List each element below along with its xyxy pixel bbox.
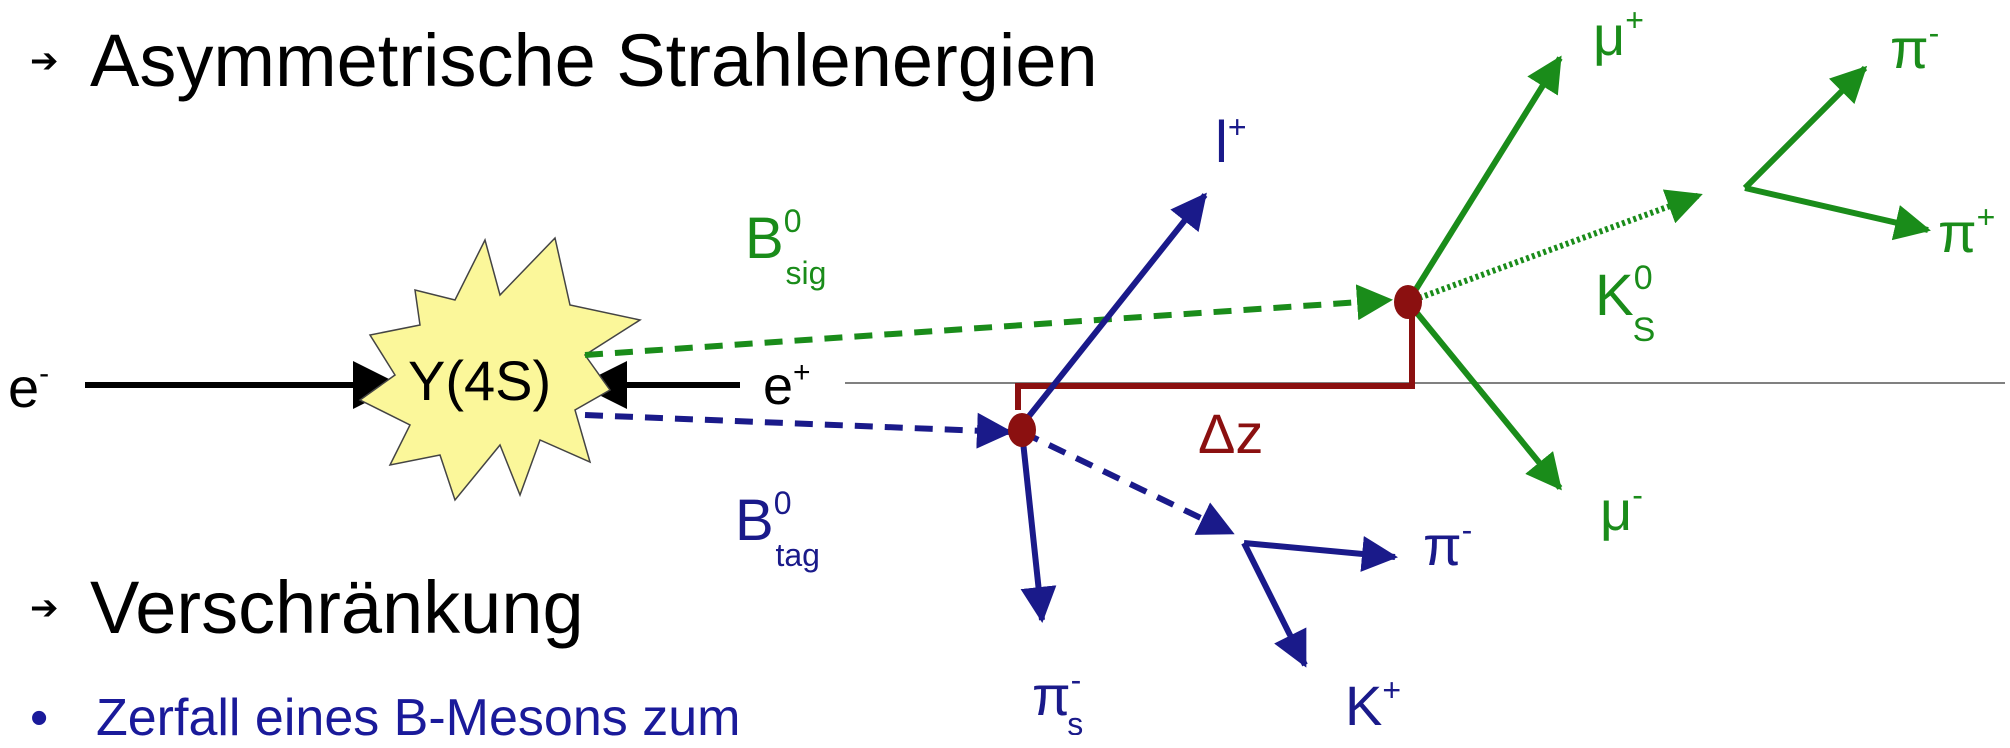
d-meson-track	[1020, 429, 1235, 536]
bullet-asymmetric-text: Asymmetrische Strahlenergien	[90, 19, 1098, 102]
b-sig-path	[584, 284, 1393, 358]
slow-pion-track	[1019, 431, 1057, 623]
lepton-label: l+	[1215, 109, 1247, 175]
arrow-bullet-icon: ➔	[30, 41, 59, 80]
pi-minus-top-label: π-	[1890, 15, 1939, 80]
mu-plus-track	[1405, 55, 1563, 304]
e-minus-label: e-	[8, 356, 49, 419]
k0s-pi-plus-track	[1744, 185, 1931, 241]
d-k-plus-track	[1241, 541, 1308, 668]
signal-vertex	[1394, 285, 1422, 319]
delta-z-bracket	[1015, 305, 1415, 410]
pi-plus-label: π+	[1938, 199, 1995, 264]
d-pi-minus-track	[1243, 536, 1398, 572]
k0s-pi-minus-track	[1742, 65, 1868, 191]
upsilon-star-shape	[358, 236, 642, 502]
tag-vertex	[1008, 413, 1036, 447]
pi-s-label: π-s	[1032, 662, 1083, 735]
bullet-entanglement: ➔ Verschränkung	[30, 565, 584, 650]
e-plus-label: e+	[763, 356, 811, 416]
arrow-bullet-icon: ➔	[30, 588, 59, 627]
k0s-track	[1406, 189, 1703, 305]
bullet-entanglement-text: Verschränkung	[90, 566, 584, 649]
mu-minus-label: μ-	[1600, 477, 1643, 542]
mu-minus-track	[1405, 300, 1563, 491]
k-plus-label: K+	[1345, 672, 1401, 735]
bullet-asymmetric: ➔ Asymmetrische Strahlenergien	[30, 18, 1098, 103]
dot-bullet-icon: •	[30, 689, 49, 747]
delta-z-label: Δz	[1198, 402, 1263, 465]
pi-minus-bottom-label: π-	[1423, 512, 1472, 577]
upsilon-label: Y(4S)	[408, 349, 551, 412]
mu-plus-label: μ+	[1593, 2, 1644, 67]
lepton-track	[1019, 192, 1208, 427]
b-tag-path	[584, 412, 1013, 449]
